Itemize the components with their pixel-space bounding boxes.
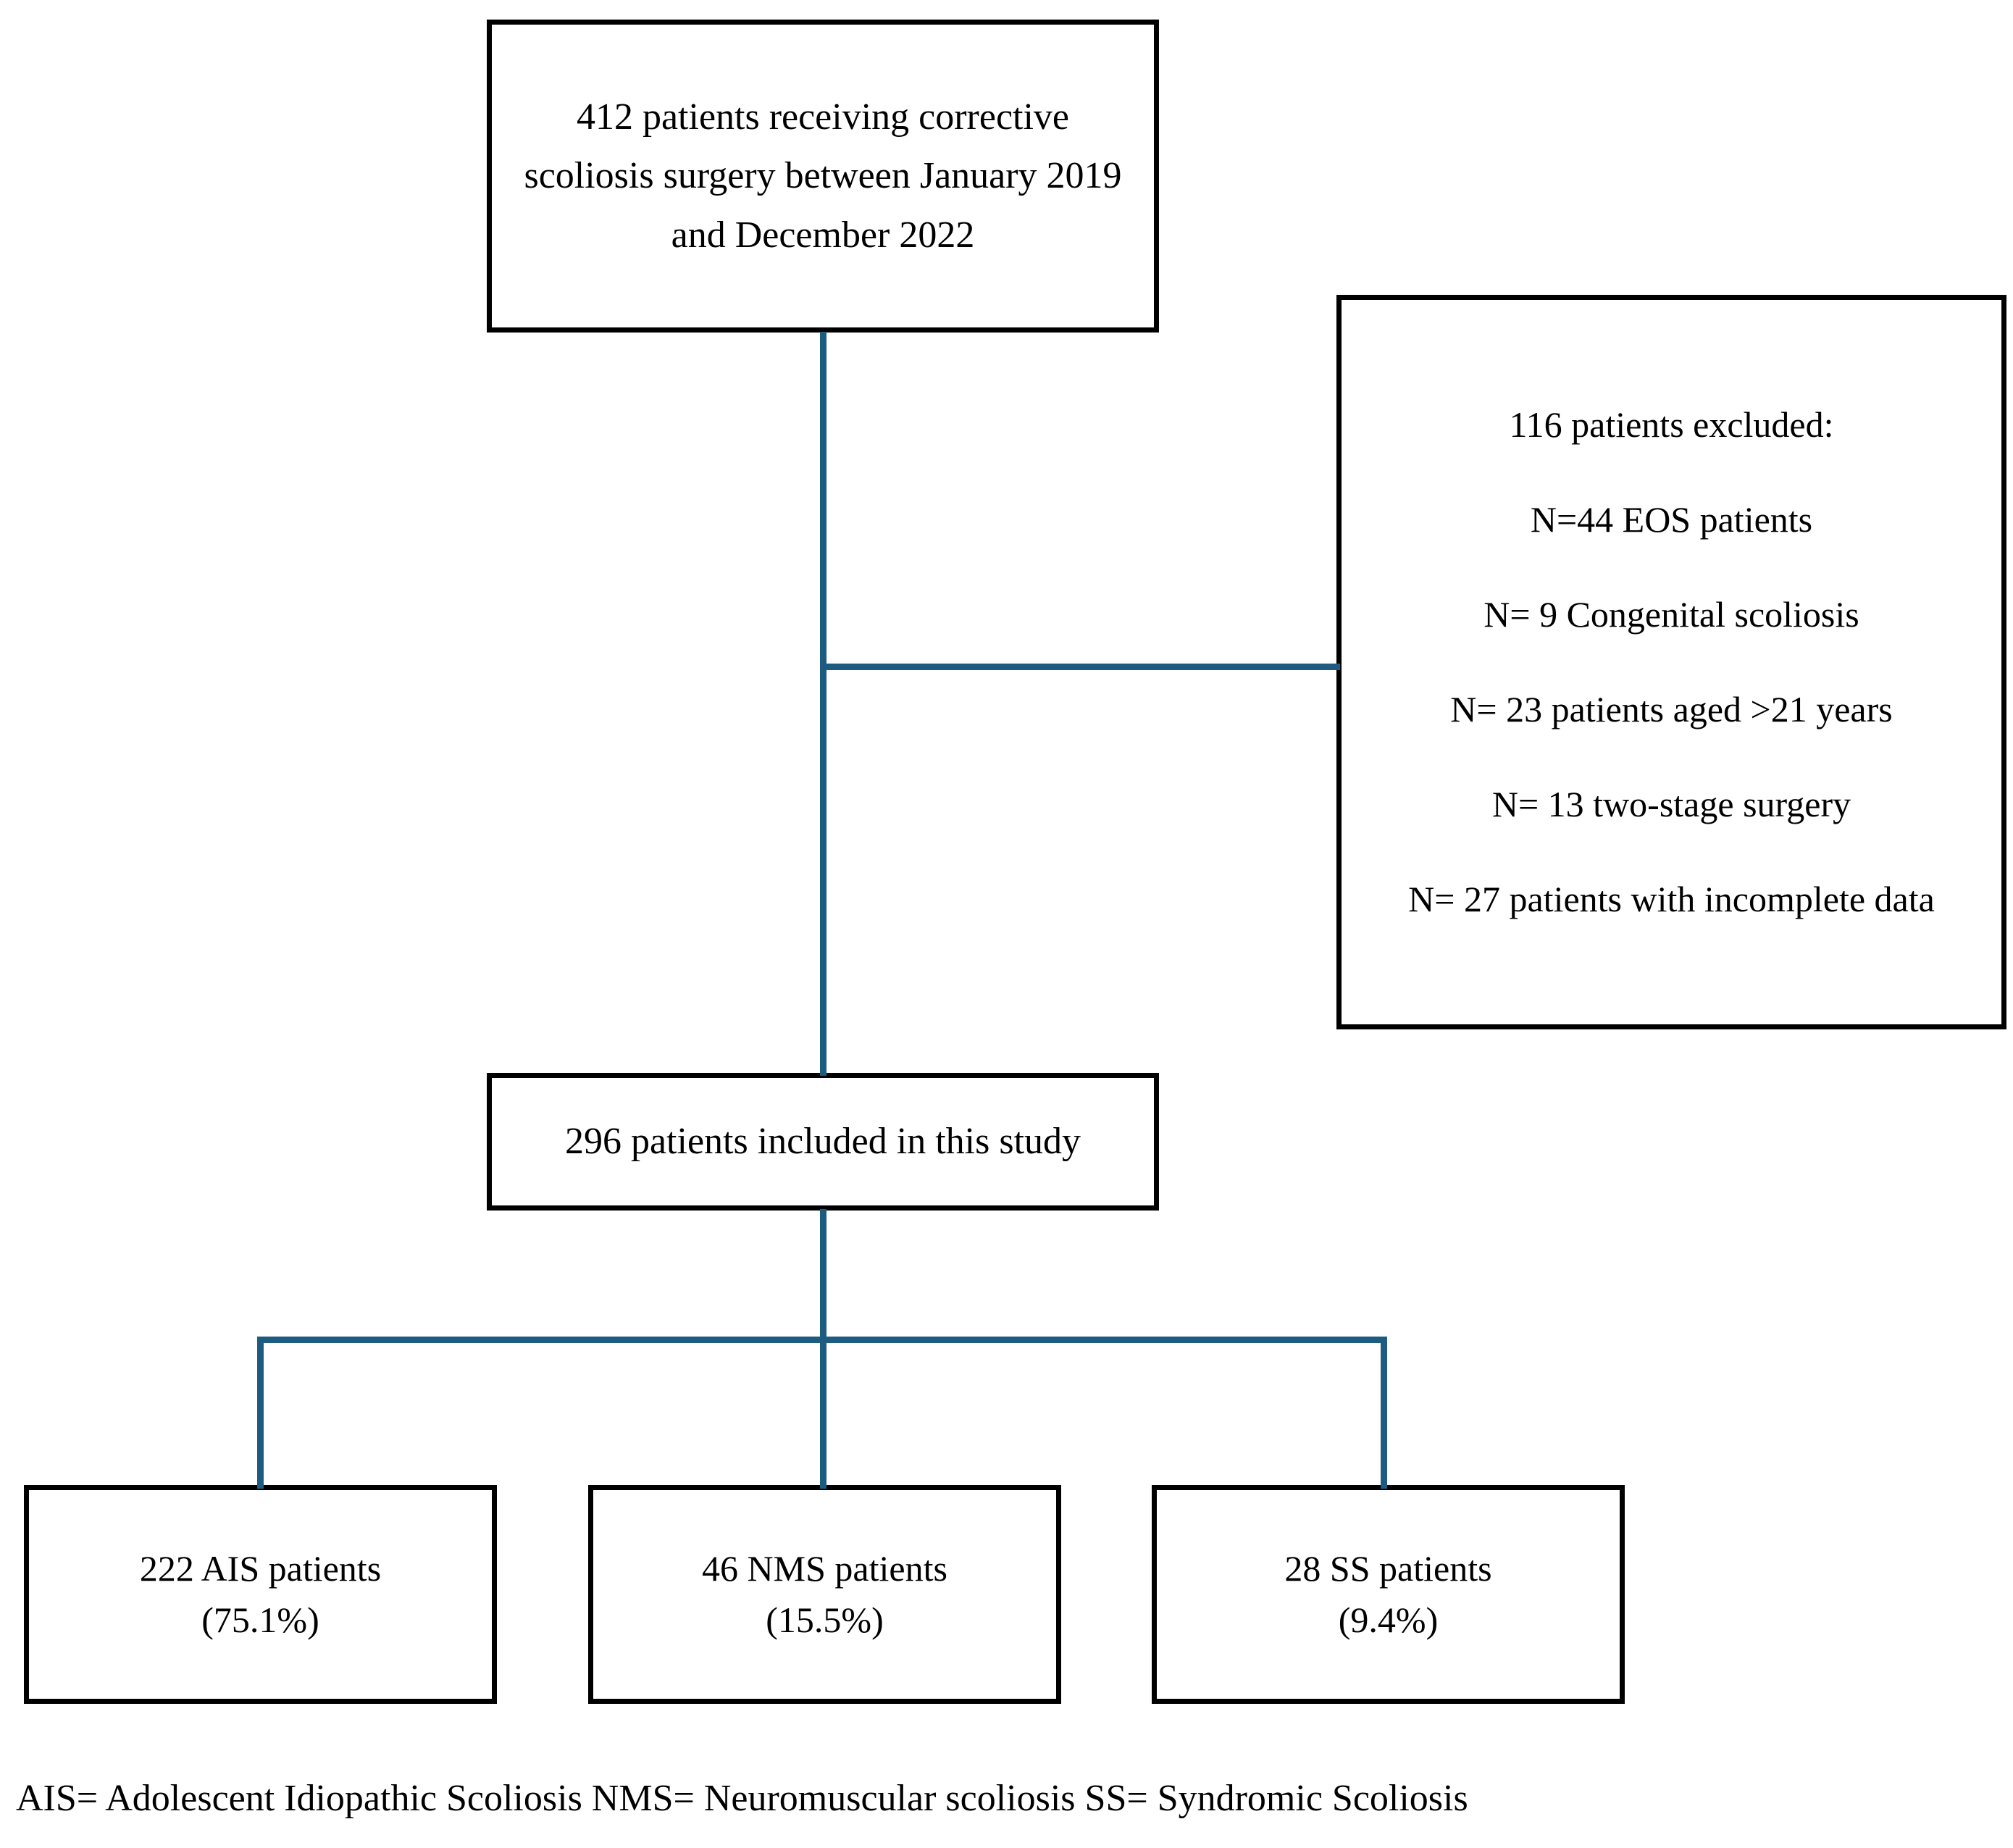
node-group-ss: 28 SS patients (9.4%) [1152, 1485, 1625, 1704]
node-exclusions: 116 patients excluded: N=44 EOS patients… [1336, 295, 2006, 1029]
node-group-ss-count: 28 SS patients [1284, 1548, 1492, 1589]
exclusion-reason-two-stage: N= 13 two-stage surgery [1491, 784, 1851, 824]
node-group-ss-label: 28 SS patients (9.4%) [1157, 1543, 1620, 1646]
node-included-cohort: 296 patients included in this study [487, 1073, 1159, 1211]
node-group-ais-percent: (75.1%) [201, 1600, 319, 1640]
connector-to-group-ss [1381, 1337, 1387, 1489]
exclusion-reason-congenital: N= 9 Congenital scoliosis [1483, 594, 1859, 635]
exclusion-reason-eos: N=44 EOS patients [1530, 499, 1813, 540]
connector-to-group-nms [820, 1337, 826, 1489]
exclusion-heading: 116 patients excluded: [1509, 404, 1834, 445]
connector-source-to-included [820, 332, 826, 1076]
abbreviation-footnote: AIS= Adolescent Idiopathic Scoliosis NMS… [16, 1778, 1468, 1819]
connector-included-to-split [820, 1209, 826, 1343]
node-source-cohort-label: 412 patients receiving corrective scolio… [524, 96, 1122, 256]
exclusion-reason-age: N= 23 patients aged >21 years [1450, 689, 1893, 729]
node-group-nms-percent: (15.5%) [766, 1600, 884, 1640]
node-group-ss-percent: (9.4%) [1338, 1600, 1439, 1640]
node-group-nms-count: 46 NMS patients [702, 1548, 947, 1589]
exclusion-reason-incomplete-data: N= 27 patients with incomplete data [1408, 879, 1935, 919]
node-group-ais-label: 222 AIS patients (75.1%) [29, 1543, 492, 1646]
node-group-ais-count: 222 AIS patients [139, 1548, 382, 1589]
connector-to-group-ais [257, 1337, 264, 1489]
node-source-cohort: 412 patients receiving corrective scolio… [487, 20, 1159, 333]
node-group-nms: 46 NMS patients (15.5%) [588, 1485, 1061, 1704]
node-group-nms-label: 46 NMS patients (15.5%) [593, 1543, 1056, 1646]
node-group-ais: 222 AIS patients (75.1%) [24, 1485, 497, 1704]
connector-to-exclusions [820, 664, 1340, 670]
exclusion-list: 116 patients excluded: N=44 EOS patients… [1363, 396, 1980, 929]
node-included-cohort-label: 296 patients included in this study [564, 1121, 1081, 1163]
